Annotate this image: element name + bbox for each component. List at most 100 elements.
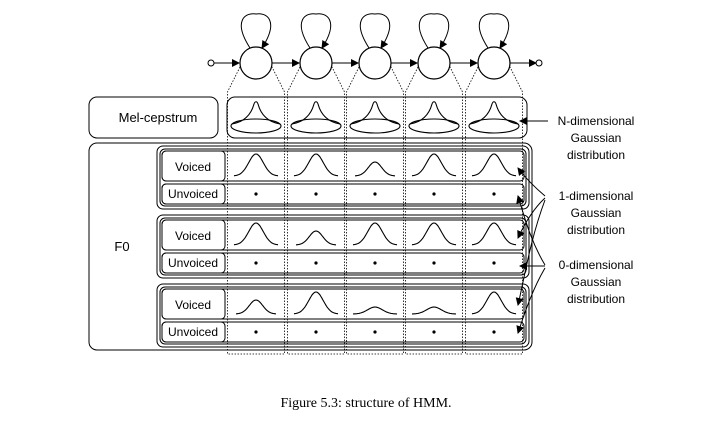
f0-stream-inner bbox=[159, 217, 527, 276]
voiced-row bbox=[161, 150, 525, 182]
hmm-state bbox=[239, 46, 273, 80]
n-dim-gaussian-peak bbox=[350, 101, 400, 125]
chain-start-node bbox=[207, 59, 215, 67]
one-dim-gaussian bbox=[296, 230, 336, 246]
state-column-guide bbox=[287, 66, 345, 355]
unvoiced-label-box bbox=[161, 183, 226, 205]
zero-dim-point bbox=[492, 261, 496, 265]
unvoiced-label: Unvoiced bbox=[168, 256, 218, 270]
voiced-label: Voiced bbox=[175, 298, 211, 312]
one-dim-gaussian bbox=[471, 153, 517, 177]
one-dim-gaussian bbox=[411, 153, 457, 177]
zero-dim-line-1: 0-dimensional bbox=[559, 258, 634, 272]
n-dim-line-1: N-dimensional bbox=[558, 114, 635, 128]
mel-cepstrum-gaussians bbox=[230, 101, 520, 134]
one-dim-arrow bbox=[515, 199, 546, 306]
n-dim-gaussian-base bbox=[408, 118, 460, 134]
one-dim-gaussian bbox=[352, 222, 398, 246]
state-column-guide bbox=[227, 66, 285, 355]
voiced-row bbox=[161, 219, 525, 251]
self-loop-arrow bbox=[359, 13, 391, 49]
n-dim-gaussian-base bbox=[468, 118, 520, 134]
one-dim-gaussian bbox=[233, 222, 279, 246]
zero-dim-arrow bbox=[516, 267, 546, 334]
unvoiced-label-box bbox=[161, 321, 226, 343]
unvoiced-label: Unvoiced bbox=[168, 187, 218, 201]
self-loop-arrow bbox=[300, 13, 332, 49]
n-dim-gaussian-base bbox=[230, 118, 282, 134]
one-dim-gaussian bbox=[293, 291, 339, 315]
voiced-label: Voiced bbox=[175, 160, 211, 174]
zero-dim-point bbox=[254, 261, 258, 265]
self-loop-arrow bbox=[418, 13, 450, 49]
f0-stream-inner bbox=[159, 286, 527, 345]
state-columns bbox=[227, 66, 523, 355]
zero-dim-point bbox=[373, 330, 377, 334]
one-dim-gaussian bbox=[293, 153, 339, 177]
one-dim-arrow bbox=[517, 167, 546, 197]
one-dim-gaussian bbox=[355, 161, 395, 177]
zero-dim-point bbox=[432, 192, 436, 196]
unvoiced-label-box bbox=[161, 252, 226, 274]
zero-dim-point bbox=[314, 261, 318, 265]
n-dim-gaussian-base bbox=[349, 118, 401, 134]
hmm-state-chain bbox=[207, 13, 543, 80]
f0-streams: VoicedUnvoicedVoicedUnvoicedVoicedUnvoic… bbox=[156, 145, 530, 348]
one-dim-gaussian bbox=[353, 306, 397, 315]
unvoiced-label: Unvoiced bbox=[168, 325, 218, 339]
f0-label: F0 bbox=[114, 239, 129, 254]
zero-dim-point bbox=[492, 192, 496, 196]
hmm-state bbox=[477, 46, 511, 80]
voiced-label-box bbox=[161, 219, 226, 251]
zero-dim-arrow bbox=[516, 195, 546, 266]
n-dim-gaussian-peak bbox=[231, 101, 281, 125]
voiced-label-box bbox=[161, 150, 226, 182]
n-dim-line-2: Gaussian bbox=[571, 131, 622, 145]
one-dimensional-annotation: 1-dimensional Gaussian distribution bbox=[559, 189, 634, 237]
state-column-guide bbox=[465, 66, 523, 355]
mel-cepstrum-label: Mel-cepstrum bbox=[119, 110, 198, 125]
zero-dim-point bbox=[432, 261, 436, 265]
mel-cepstrum-box bbox=[88, 96, 219, 139]
figure-caption: Figure 5.3: structure of HMM. bbox=[280, 396, 451, 411]
chain-end-node bbox=[535, 59, 543, 67]
one-dim-arrow bbox=[517, 197, 546, 239]
zero-dim-point bbox=[254, 192, 258, 196]
zero-dim-point bbox=[314, 192, 318, 196]
one-dim-line-1: 1-dimensional bbox=[559, 189, 634, 203]
n-dim-gaussian-peak bbox=[469, 101, 519, 125]
f0-stream-outer bbox=[156, 283, 530, 348]
zero-dim-point bbox=[492, 330, 496, 334]
one-dim-gaussian bbox=[471, 291, 517, 315]
hmm-state bbox=[299, 46, 333, 80]
one-dim-gaussian bbox=[411, 222, 457, 246]
n-dim-gaussian-base bbox=[290, 118, 342, 134]
one-dim-gaussian bbox=[471, 222, 517, 246]
zero-dim-point bbox=[373, 261, 377, 265]
one-dim-line-2: Gaussian bbox=[571, 206, 622, 220]
f0-stream-outer bbox=[156, 214, 530, 279]
zero-dim-point bbox=[254, 330, 258, 334]
zero-dim-line-2: Gaussian bbox=[571, 275, 622, 289]
zero-dim-point bbox=[314, 330, 318, 334]
voiced-row bbox=[161, 288, 525, 320]
self-loop-arrow bbox=[240, 13, 272, 49]
one-dim-line-3: distribution bbox=[567, 223, 625, 237]
one-dim-gaussian bbox=[233, 153, 279, 177]
annotation-arrows bbox=[515, 117, 548, 334]
state-column-guide bbox=[346, 66, 404, 355]
hmm-state bbox=[358, 46, 392, 80]
hmm-state bbox=[417, 46, 451, 80]
one-dim-gaussian bbox=[236, 299, 276, 315]
state-column-guide bbox=[405, 66, 463, 355]
mel-cepstrum-stream-box bbox=[226, 96, 528, 139]
f0-box bbox=[88, 142, 533, 351]
zero-dim-point bbox=[432, 330, 436, 334]
zero-dim-line-3: distribution bbox=[567, 292, 625, 306]
voiced-label-box bbox=[161, 288, 226, 320]
